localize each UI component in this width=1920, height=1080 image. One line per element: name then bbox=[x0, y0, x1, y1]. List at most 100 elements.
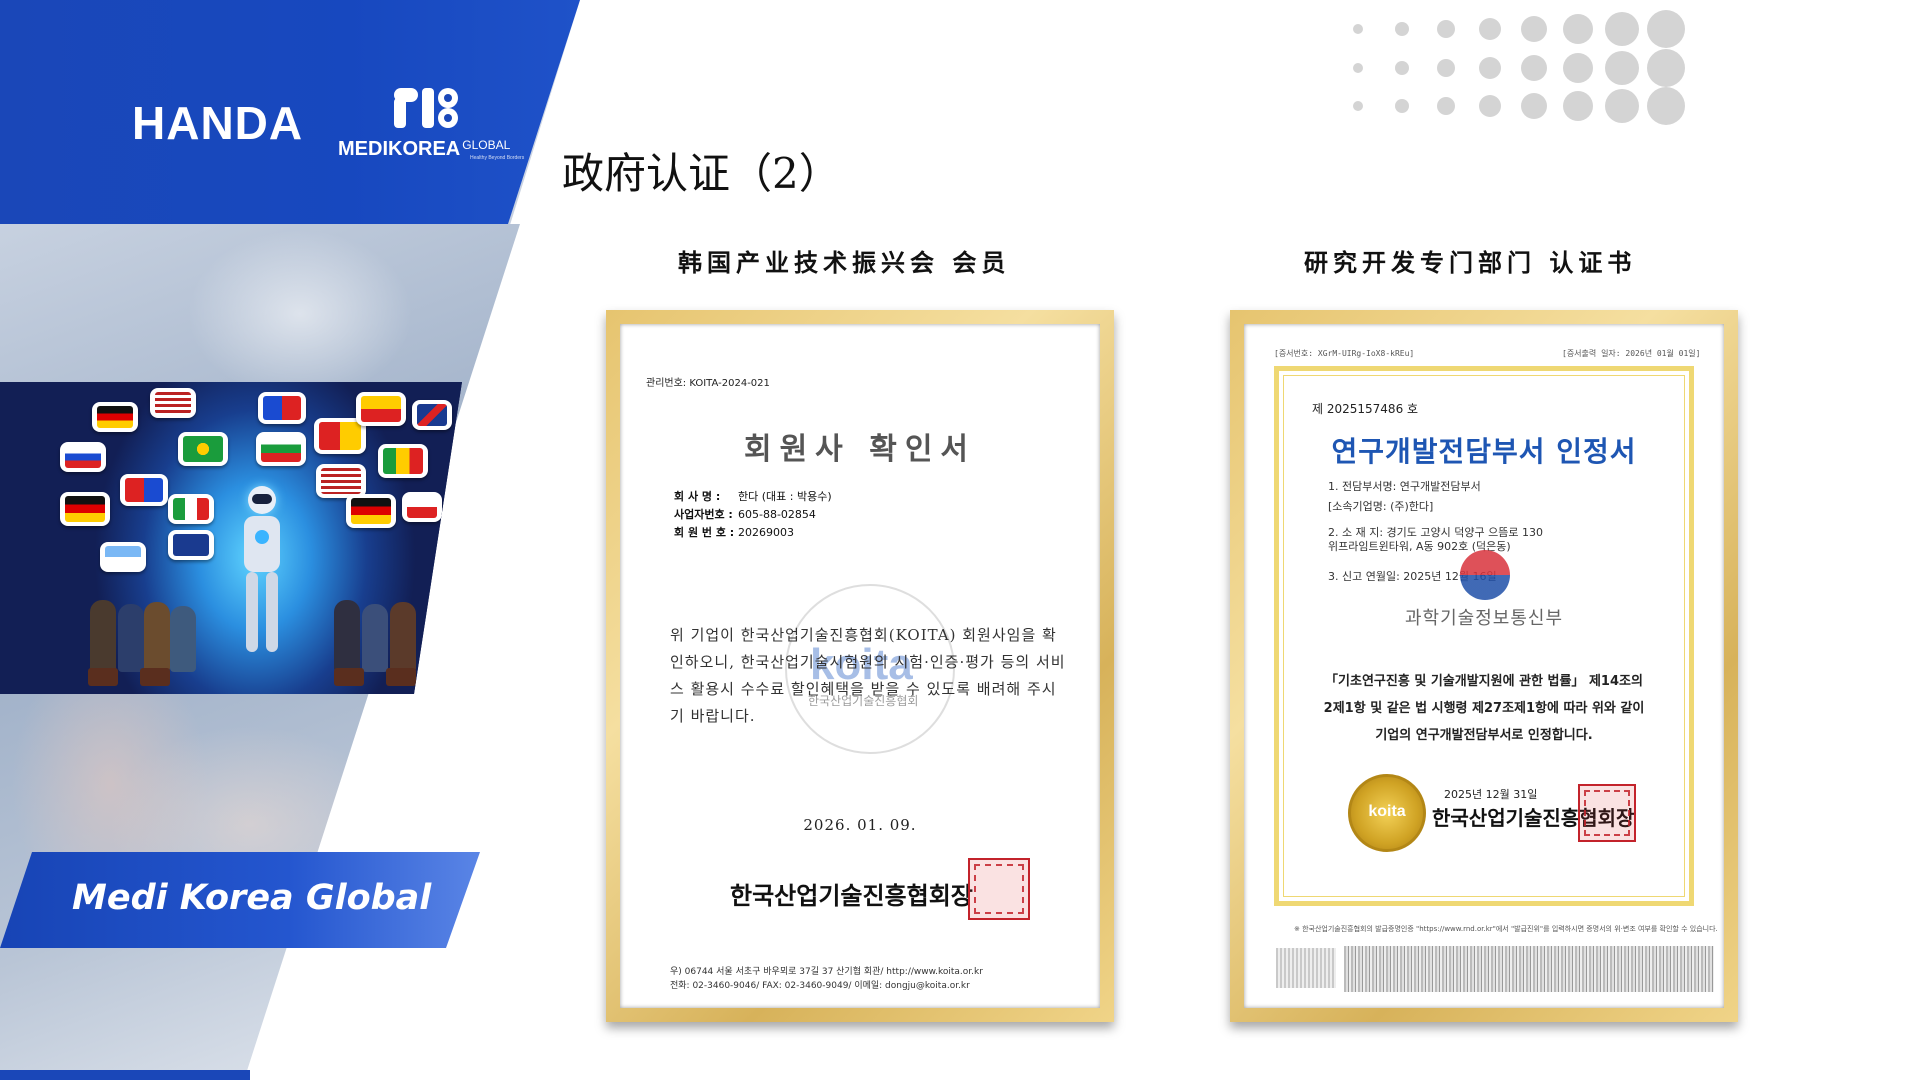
medikorea-global: GLOBAL bbox=[462, 138, 511, 152]
medikorea-logo-icon bbox=[394, 88, 458, 128]
ministry-name: 과학기술정보통신부 bbox=[1404, 608, 1564, 629]
certificate-body: 「기초연구진흥 및 기술개발지원에 관한 법률」 제14조의 2제1항 및 같은… bbox=[1304, 668, 1664, 749]
flag-bubble bbox=[412, 400, 452, 430]
field-value: 한다 (대표 : 박용수) bbox=[738, 490, 832, 503]
koita-gold-seal-icon: koita bbox=[1348, 774, 1426, 852]
caption-right-certificate: 研究开发专门部门 认证书 bbox=[1304, 248, 1637, 277]
decorative-dot bbox=[1521, 55, 1547, 81]
flag-bubble bbox=[60, 442, 106, 472]
decorative-dot bbox=[1395, 22, 1409, 36]
red-seal-icon bbox=[1578, 784, 1636, 842]
management-number: 관리번호: KOITA-2024-021 bbox=[646, 378, 770, 389]
decorative-dot bbox=[1353, 101, 1363, 111]
audience-person bbox=[170, 606, 196, 672]
field-report-date: 3. 신고 연월일: 2025년 12월 16일 bbox=[1328, 570, 1497, 583]
certificate-serial: [증서번호: XGrM-UIRg-IoX8-kREu] bbox=[1274, 349, 1415, 358]
field-company: 회 사 명 : 한다 (대표 : 박용수) bbox=[674, 488, 832, 504]
field-label: 회 원 번 호 : bbox=[674, 526, 735, 539]
robot-figure bbox=[238, 486, 286, 662]
decorative-dot bbox=[1479, 18, 1501, 40]
field-label: 회 사 명 : bbox=[674, 490, 721, 503]
medikorea-wordmark: MEDIKOREA bbox=[338, 138, 461, 160]
translation-illustration bbox=[0, 382, 462, 694]
flag-bubble bbox=[356, 392, 406, 426]
flag-bubble bbox=[60, 492, 110, 526]
field-company: [소속기업명: (주)한다] bbox=[1328, 500, 1434, 513]
decorative-dot bbox=[1437, 97, 1455, 115]
decorative-dot bbox=[1521, 16, 1547, 42]
decorative-dot bbox=[1479, 57, 1501, 79]
flag-bubble bbox=[92, 402, 138, 432]
flag-bubble bbox=[256, 432, 306, 466]
flag-bubble bbox=[100, 542, 146, 572]
certificate-title: 연구개발전담부서 인정서 bbox=[1331, 435, 1637, 468]
audience-person bbox=[362, 604, 388, 672]
certificate-rnd-department: [증서번호: XGrM-UIRg-IoX8-kREu] [증서출력 일자: 20… bbox=[1244, 324, 1724, 1008]
field-value: 605-88-02854 bbox=[738, 508, 816, 521]
audience-person bbox=[334, 600, 360, 672]
certificate-title: 회원사 확인서 bbox=[743, 432, 977, 467]
flag-bubble bbox=[378, 444, 428, 478]
field-address-2: 위프라임트윈타워, A동 902호 (덕은동) bbox=[1328, 540, 1511, 553]
body-line: 2제1항 및 같은 법 시행령 제27조제1항에 따라 위와 같이 bbox=[1323, 701, 1645, 716]
certificate-membership: 관리번호: KOITA-2024-021 회원사 확인서 회 사 명 : 한다 (… bbox=[620, 324, 1100, 1008]
koita-watermark: koita bbox=[810, 640, 913, 689]
decorative-dot bbox=[1647, 10, 1685, 48]
field-address: 2. 소 재 지: 경기도 고양시 덕양구 으뜸로 130 bbox=[1328, 526, 1543, 539]
security-pattern bbox=[1344, 946, 1714, 992]
flag-bubble bbox=[120, 474, 168, 506]
certificate-body: 위 기업이 한국산업기술진흥협회(KOITA) 회원사임을 확인하오니, 한국산… bbox=[670, 626, 1066, 725]
address-line: 우) 06744 서울 서초구 바우뫼로 37길 37 산기협 회관/ http… bbox=[670, 967, 983, 977]
issuer-name: 한국산업기술진흥협회장 bbox=[730, 882, 973, 910]
flag-bubble bbox=[316, 464, 366, 498]
bottom-accent-bar bbox=[0, 1070, 250, 1080]
certificate-number: 제 2025157486 호 bbox=[1312, 402, 1419, 416]
chair bbox=[140, 668, 170, 686]
field-label: 사업자번호 : bbox=[674, 508, 733, 521]
flag-bubble bbox=[168, 530, 214, 560]
flag-bubble bbox=[150, 388, 196, 418]
decorative-dot bbox=[1353, 24, 1363, 34]
certificate-frame-left: 관리번호: KOITA-2024-021 회원사 확인서 회 사 명 : 한다 (… bbox=[606, 310, 1114, 1022]
decorative-dot bbox=[1437, 20, 1455, 38]
field-dept-name: 1. 전담부서명: 연구개발전담부서 bbox=[1328, 480, 1481, 493]
flag-bubble bbox=[314, 418, 366, 454]
certificate-frame-right: [증서번호: XGrM-UIRg-IoX8-kREu] [증서출력 일자: 20… bbox=[1230, 310, 1738, 1022]
print-date: [증서출력 일자: 2026년 01월 01일] bbox=[1562, 349, 1701, 358]
decorative-dot bbox=[1395, 99, 1409, 113]
decorative-dot bbox=[1605, 51, 1639, 85]
banner-text: Medi Korea Global bbox=[72, 878, 432, 918]
audience-person bbox=[390, 602, 416, 672]
flag-bubble bbox=[168, 494, 214, 524]
caption-left-certificate: 韩国产业技术振兴会 会员 bbox=[678, 248, 1011, 277]
body-line: 기업의 연구개발전담부서로 인정합니다. bbox=[1375, 728, 1593, 743]
decorative-dot bbox=[1353, 63, 1363, 73]
field-member-no: 회 원 번 호 :20269003 bbox=[674, 524, 794, 540]
audience-person bbox=[118, 604, 144, 672]
issue-date: 2025년 12월 31일 bbox=[1444, 788, 1538, 801]
red-seal-icon bbox=[968, 858, 1030, 920]
barcode-icon bbox=[1276, 948, 1336, 988]
certificate-border bbox=[1274, 366, 1694, 906]
field-business-no: 사업자번호 : 605-88-02854 bbox=[674, 506, 816, 522]
chair bbox=[386, 668, 416, 686]
decorative-dot bbox=[1395, 61, 1409, 75]
decorative-dot bbox=[1563, 91, 1593, 121]
contact-line: 전화: 02-3460-9046/ FAX: 02-3460-9049/ 이메일… bbox=[670, 981, 970, 991]
decorative-dot bbox=[1605, 89, 1639, 123]
flag-bubble bbox=[178, 432, 228, 466]
company-banner bbox=[0, 852, 480, 948]
flag-bubble bbox=[258, 392, 306, 424]
body-line: 「기초연구진흥 및 기술개발지원에 관한 법률」 제14조의 bbox=[1325, 674, 1643, 689]
koita-watermark-sub: 한국산업기술진흥협회 bbox=[808, 694, 919, 708]
decorative-dot bbox=[1521, 93, 1547, 119]
flag-bubble bbox=[346, 494, 396, 528]
decorative-dot bbox=[1647, 49, 1685, 87]
seal-text: koita bbox=[1368, 803, 1406, 820]
chair bbox=[334, 668, 364, 686]
handa-logo: HANDA bbox=[132, 97, 304, 149]
brand-header bbox=[0, 0, 580, 224]
watermark-circle bbox=[785, 584, 955, 754]
page-title: 政府认证（2） bbox=[562, 149, 841, 198]
